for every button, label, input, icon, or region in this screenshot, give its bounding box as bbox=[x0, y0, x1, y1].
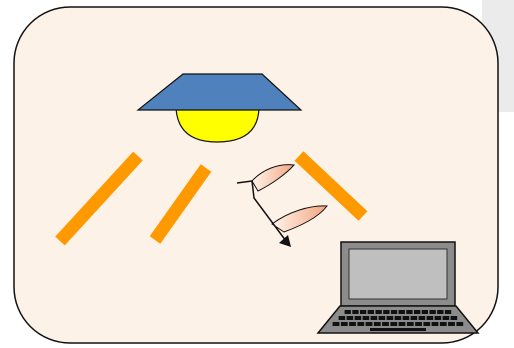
keyboard-key bbox=[418, 316, 426, 320]
keyboard-key bbox=[402, 316, 410, 320]
keyboard-key bbox=[450, 316, 458, 320]
hand-shape-upper bbox=[251, 164, 296, 192]
keyboard-key bbox=[346, 316, 354, 320]
keyboard-key bbox=[429, 310, 436, 314]
keyboard-key bbox=[414, 310, 421, 314]
keyboard-key bbox=[406, 310, 413, 314]
keyboard-key bbox=[421, 310, 428, 314]
keyboard-key bbox=[357, 322, 365, 326]
keyboard-key bbox=[382, 322, 389, 326]
keyboard-key bbox=[344, 310, 351, 314]
connector-line bbox=[236, 180, 253, 184]
keyboard-key bbox=[370, 316, 378, 320]
keyboard-key bbox=[367, 310, 374, 314]
keyboard-key bbox=[431, 322, 439, 326]
arrowhead-icon bbox=[279, 235, 291, 247]
keyboard-key bbox=[426, 316, 434, 320]
keyboard-key bbox=[437, 310, 444, 314]
keyboard-key bbox=[383, 310, 390, 314]
keyboard-key bbox=[398, 310, 405, 314]
keyboard-key bbox=[434, 316, 442, 320]
keyboard-key bbox=[444, 310, 452, 314]
keyboard-key bbox=[406, 322, 414, 326]
lamp-bulb bbox=[175, 107, 260, 143]
keyboard-key bbox=[448, 322, 455, 326]
keyboard-key bbox=[332, 322, 340, 326]
keyboard-key bbox=[365, 322, 373, 326]
keyboard-key bbox=[352, 310, 359, 314]
keyboard-key bbox=[410, 316, 418, 320]
keyboard-key bbox=[338, 316, 346, 320]
light-beam-middle bbox=[149, 164, 212, 244]
keyboard-key bbox=[442, 316, 450, 320]
light-beam-right bbox=[294, 151, 368, 221]
keyboard-key bbox=[373, 322, 381, 326]
keyboard-key bbox=[362, 316, 370, 320]
light-beams bbox=[55, 151, 368, 246]
keyboard-key bbox=[386, 316, 394, 320]
keyboard-key bbox=[415, 322, 422, 326]
keyboard-key bbox=[398, 322, 406, 326]
keyboard-spacebar bbox=[370, 328, 426, 331]
lamp-icon bbox=[136, 73, 303, 143]
keyboard-key bbox=[349, 322, 356, 326]
keyboard-key bbox=[456, 322, 464, 326]
laptop-keyboard bbox=[332, 310, 464, 331]
keyboard-key bbox=[394, 316, 402, 320]
keyboard-key bbox=[360, 310, 367, 314]
keyboard-key bbox=[340, 322, 348, 326]
keyboard-key bbox=[375, 310, 382, 314]
laptop-screen bbox=[348, 248, 448, 300]
laptop-icon bbox=[316, 241, 480, 334]
hand-gesture bbox=[236, 164, 328, 247]
keyboard-key bbox=[390, 310, 398, 314]
lamp-shade bbox=[136, 73, 303, 111]
keyboard-key bbox=[378, 316, 386, 320]
motion-arrow-path bbox=[251, 180, 287, 242]
hand-shape-lower bbox=[271, 205, 328, 233]
light-beam-left bbox=[55, 151, 143, 246]
keyboard-key bbox=[354, 316, 362, 320]
keyboard-key bbox=[439, 322, 447, 326]
keyboard-key bbox=[423, 322, 431, 326]
keyboard-key bbox=[390, 322, 398, 326]
